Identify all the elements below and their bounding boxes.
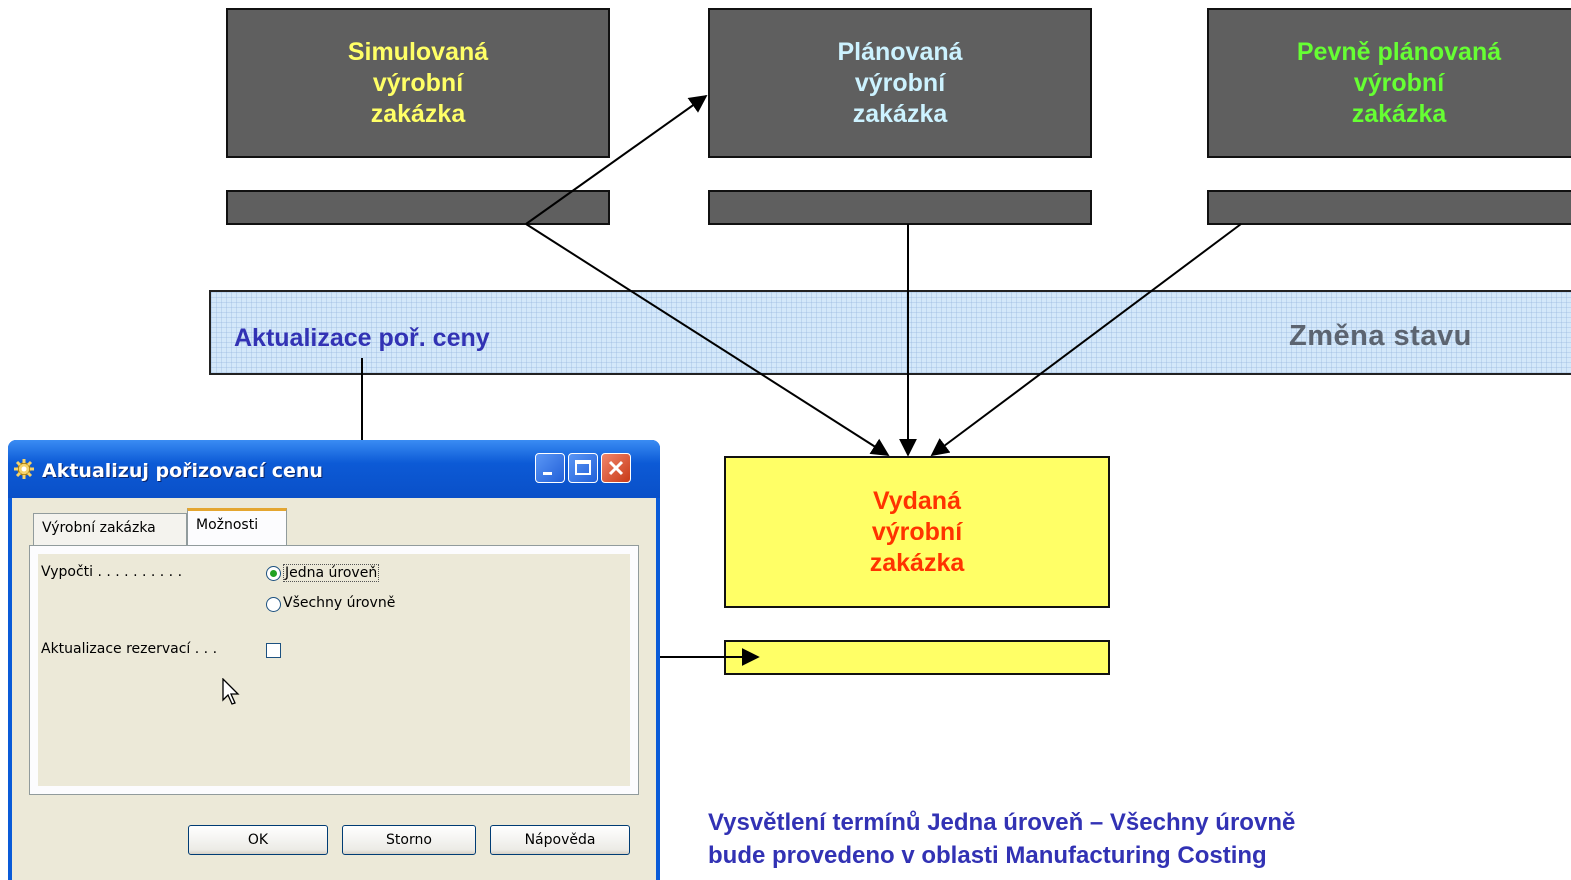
all-levels-label[interactable]: Všechny úrovně <box>283 595 396 611</box>
planned-order-label: Plánovaná výrobní zakázka <box>837 37 963 128</box>
options-panel: Vypočti . . . . . . . . . . Jedna úroveň… <box>29 545 639 795</box>
update-reservations-checkbox[interactable] <box>266 643 281 658</box>
arrow-firm-to-released <box>930 223 1242 457</box>
released-order-bar <box>724 640 1110 675</box>
mouse-cursor-icon <box>222 678 240 705</box>
released-order-box: Vydaná výrobní zakázka <box>724 456 1110 608</box>
explanation-note: Vysvětlení termínů Jedna úroveň – Všechn… <box>708 806 1571 872</box>
update-reservations-label: Aktualizace rezervací . . . <box>41 641 218 657</box>
radio-all-levels[interactable] <box>266 597 281 612</box>
note-line-2: bude provedeno v oblasti Manufacturing C… <box>708 842 1267 869</box>
tab-options[interactable]: Možnosti <box>187 508 287 546</box>
minimize-icon <box>543 472 552 475</box>
calculate-label: Vypočti . . . . . . . . . . <box>41 564 183 580</box>
change-status-label: Změna stavu <box>1289 320 1472 352</box>
tab-production-order[interactable]: Výrobní zakázka <box>33 513 187 545</box>
note-line-1: Vysvětlení termínů Jedna úroveň – Všechn… <box>708 809 1296 836</box>
released-order-label: Vydaná výrobní zakázka <box>869 486 965 577</box>
ok-button[interactable]: OK <box>188 825 328 855</box>
dialog-body: Výrobní zakázka Možnosti Vypočti . . . .… <box>12 498 656 880</box>
simulated-order-label: Simulovaná výrobní zakázka <box>347 37 489 128</box>
gear-icon <box>14 459 34 479</box>
simulated-order-box: Simulovaná výrobní zakázka <box>226 8 610 158</box>
maximize-icon <box>575 460 591 475</box>
firm-planned-order-label: Pevně plánovaná výrobní zakázka <box>1296 37 1502 128</box>
help-button[interactable]: Nápověda <box>490 825 630 855</box>
single-level-label[interactable]: Jedna úroveň <box>283 564 380 582</box>
dialog-titlebar[interactable]: Aktualizuj pořizovací cenu <box>8 440 660 498</box>
maximize-button[interactable] <box>568 453 598 483</box>
process-band: Aktualizace poř. ceny Změna stavu <box>209 290 1571 375</box>
arrow-sim-to-planned <box>525 94 708 225</box>
planned-order-box: Plánovaná výrobní zakázka <box>708 8 1092 158</box>
arrow-sim-to-released <box>525 223 890 456</box>
dialog-title: Aktualizuj pořizovací cenu <box>42 460 323 482</box>
cancel-button[interactable]: Storno <box>342 825 476 855</box>
minimize-button[interactable] <box>535 453 565 483</box>
close-button[interactable] <box>601 453 631 483</box>
update-cost-label: Aktualizace poř. ceny <box>234 324 490 352</box>
firm-planned-order-bar <box>1207 190 1571 225</box>
simulated-order-bar <box>226 190 610 225</box>
update-cost-dialog: Aktualizuj pořizovací cenu Výrobní zakáz… <box>8 440 660 880</box>
close-icon <box>608 460 624 476</box>
radio-single-level[interactable] <box>266 566 281 581</box>
firm-planned-order-box: Pevně plánovaná výrobní zakázka <box>1207 8 1571 158</box>
planned-order-bar <box>708 190 1092 225</box>
options-panel-inner: Vypočti . . . . . . . . . . Jedna úroveň… <box>38 554 630 786</box>
